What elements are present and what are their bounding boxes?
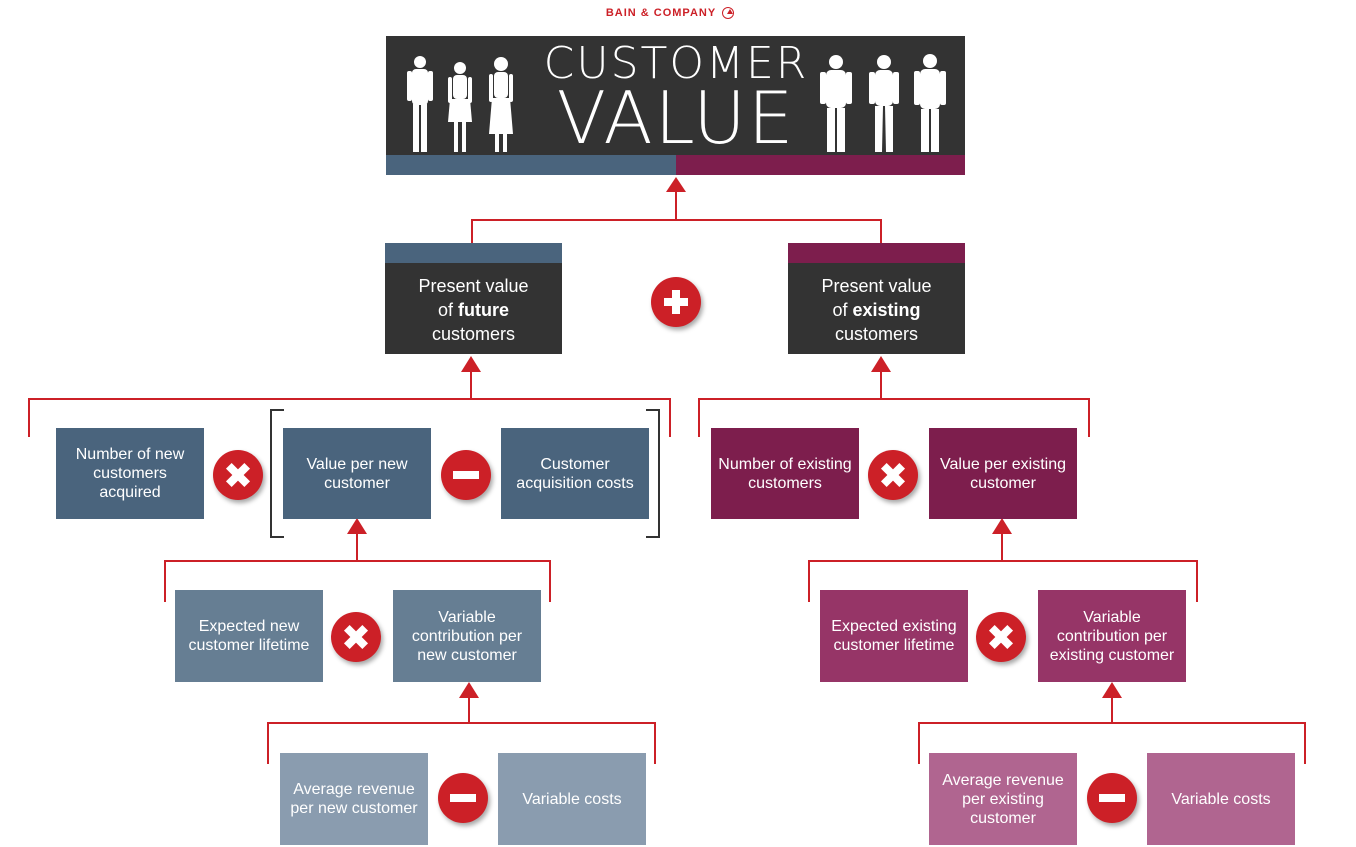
present-value-existing-label: Present value of existing customers	[821, 275, 932, 344]
people-silhouettes-right-icon	[820, 54, 946, 152]
avg-revenue-new-box: Average revenue per new customer	[280, 753, 428, 845]
customer-value-banner: CUSTOMER VALUE	[386, 36, 965, 155]
present-value-existing-box: Present value of existing customers	[788, 243, 965, 354]
banner-title-line2: VALUE	[556, 76, 796, 155]
plus-icon	[651, 277, 701, 327]
bain-logo-icon	[722, 7, 735, 19]
number-new-customers-box: Number of new customers acquired	[56, 428, 204, 519]
times-icon	[213, 450, 263, 500]
value-per-existing-customer-box: Value per existing customer	[929, 428, 1077, 519]
times-icon	[868, 450, 918, 500]
variable-costs-existing-box: Variable costs	[1147, 753, 1295, 845]
people-silhouettes-left-icon	[407, 56, 513, 152]
variable-costs-new-box: Variable costs	[498, 753, 646, 845]
variable-contribution-new-label: Variable contribution per new customer	[411, 608, 523, 664]
expected-new-lifetime-label: Expected new customer lifetime	[188, 618, 310, 654]
number-new-customers-label: Number of new customers acquired	[75, 446, 185, 501]
avg-revenue-existing-label: Average revenue per existing customer	[942, 771, 1064, 827]
banner-bar-future	[386, 155, 676, 175]
number-existing-customers-box: Number of existing customers	[711, 428, 859, 519]
minus-icon	[438, 773, 488, 823]
avg-revenue-new-label: Average revenue per new customer	[290, 781, 418, 817]
present-value-future-label: Present value of future customers	[418, 275, 529, 344]
banner-title-line1: CUSTOMER	[543, 38, 809, 89]
banner-bar-existing	[676, 155, 965, 175]
times-icon	[331, 612, 381, 662]
expected-existing-lifetime-label: Expected existing customer lifetime	[831, 618, 957, 654]
minus-icon	[441, 450, 491, 500]
variable-contribution-existing-label: Variable contribution per existing custo…	[1049, 608, 1175, 664]
expected-existing-lifetime-box: Expected existing customer lifetime	[820, 590, 968, 682]
minus-icon	[1087, 773, 1137, 823]
present-value-future-box: Present value of future customers	[385, 243, 562, 354]
variable-costs-new-label: Variable costs	[522, 790, 622, 808]
times-icon	[976, 612, 1026, 662]
variable-contribution-existing-box: Variable contribution per existing custo…	[1038, 590, 1186, 682]
avg-revenue-existing-box: Average revenue per existing customer	[929, 753, 1077, 845]
bracket-left	[270, 409, 284, 538]
expected-new-lifetime-box: Expected new customer lifetime	[175, 590, 323, 682]
bracket-right	[646, 409, 660, 538]
value-per-new-customer-box: Value per new customer	[283, 428, 431, 519]
brand-header: BAIN & COMPANY	[570, 5, 770, 21]
customer-acquisition-costs-box: Customer acquisition costs	[501, 428, 649, 519]
variable-contribution-new-box: Variable contribution per new customer	[393, 590, 541, 682]
number-existing-customers-label: Number of existing customers	[718, 455, 852, 492]
variable-costs-existing-label: Variable costs	[1171, 790, 1271, 808]
brand-name: BAIN & COMPANY	[605, 7, 717, 19]
value-per-new-customer-label: Value per new customer	[306, 455, 408, 492]
value-per-existing-customer-label: Value per existing customer	[940, 455, 1066, 492]
customer-acquisition-costs-label: Customer acquisition costs	[516, 455, 634, 492]
